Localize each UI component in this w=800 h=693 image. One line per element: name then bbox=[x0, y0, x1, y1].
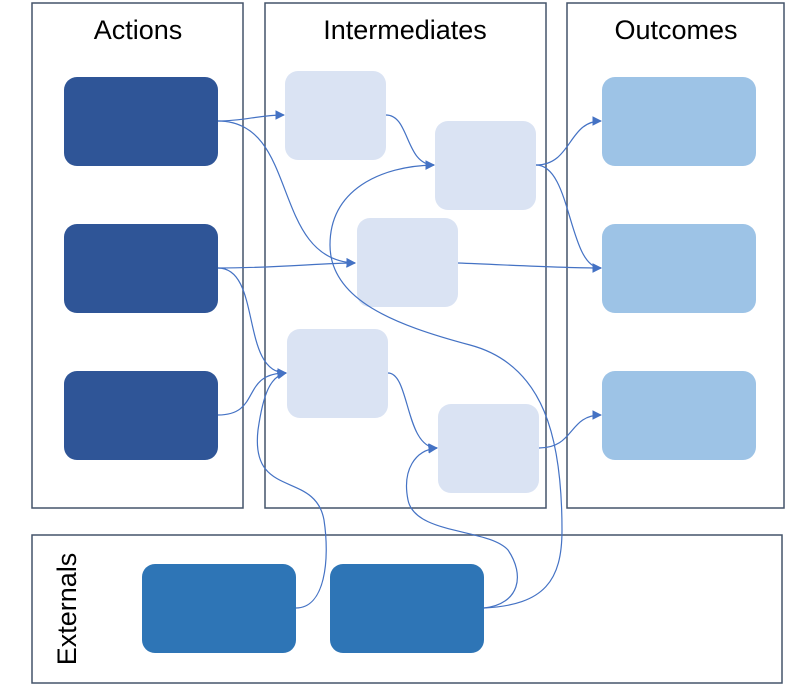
arrow-intermediate1-to-intermediate2 bbox=[385, 114, 435, 170]
intermediate-box-1 bbox=[285, 71, 386, 160]
arrow-action2-to-intermediate3 bbox=[217, 258, 356, 269]
action-box-3 bbox=[64, 371, 218, 460]
arrow-intermediate2-to-outcome2 bbox=[535, 164, 602, 273]
arrow-external2-to-intermediate5 bbox=[406, 444, 518, 609]
intermediate-box-3 bbox=[357, 218, 458, 307]
intermediate-box-4 bbox=[287, 329, 388, 418]
arrow-intermediate2-to-outcome1 bbox=[535, 116, 602, 166]
arrow-action1-to-intermediate3 bbox=[217, 120, 356, 268]
intermediates-panel bbox=[264, 2, 547, 509]
outcome-box-1 bbox=[602, 77, 756, 166]
arrow-external2-to-intermediate2 bbox=[329, 160, 563, 609]
externals-panel bbox=[31, 534, 783, 684]
actions-panel bbox=[31, 2, 244, 509]
arrow-external1-to-intermediate4 bbox=[256, 369, 327, 609]
arrow-action2-to-intermediate4 bbox=[217, 267, 287, 378]
arrow-action3-to-intermediate4 bbox=[217, 368, 287, 416]
intermediate-box-2 bbox=[435, 121, 536, 210]
actions-title: Actions bbox=[94, 15, 183, 45]
outcome-box-3 bbox=[602, 371, 756, 460]
external-box-2 bbox=[330, 564, 484, 653]
intermediates-title: Intermediates bbox=[323, 15, 487, 45]
arrow-action1-to-intermediate1 bbox=[217, 110, 285, 122]
arrow-intermediate4-to-intermediate5 bbox=[387, 372, 438, 453]
externals-title: Externals bbox=[52, 553, 82, 666]
outcome-box-2 bbox=[602, 224, 756, 313]
outcomes-panel bbox=[566, 2, 785, 509]
action-box-1 bbox=[64, 77, 218, 166]
outcomes-title: Outcomes bbox=[614, 15, 737, 45]
action-box-2 bbox=[64, 224, 218, 313]
arrow-intermediate5-to-outcome3 bbox=[538, 410, 602, 449]
intermediate-box-5 bbox=[438, 404, 539, 493]
external-box-1 bbox=[142, 564, 296, 653]
arrow-intermediate3-to-outcome2 bbox=[457, 262, 602, 273]
